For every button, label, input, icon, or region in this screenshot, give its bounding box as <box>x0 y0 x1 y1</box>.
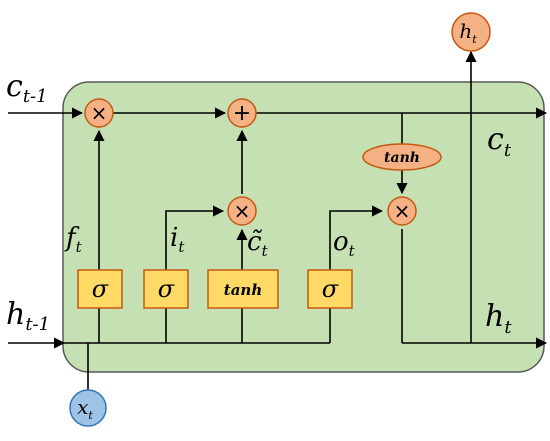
input-gate: σ <box>143 269 189 309</box>
cell-tanh-label: tanh <box>384 150 420 166</box>
line-input-up <box>165 205 225 270</box>
candidate-gate-label: tanh <box>224 281 262 299</box>
h-out-label: ht <box>485 299 512 338</box>
multiply-op-input: × <box>227 196 257 226</box>
multiply-op-output: × <box>387 196 417 226</box>
multiply-op-symbol: × <box>91 101 108 125</box>
i-signal-label: it <box>170 223 185 256</box>
output-gate-label: σ <box>322 275 339 303</box>
add-op-cell: + <box>227 98 257 128</box>
h-output-top-label: ht <box>459 19 477 46</box>
forget-gate: σ <box>77 269 123 309</box>
line-output-up <box>329 205 384 270</box>
x-input-node: xt <box>69 389 107 427</box>
multiply-op-symbol: × <box>394 199 411 223</box>
c-prev-label: ct-1 <box>6 69 48 107</box>
cell-tanh-node: tanh <box>362 143 442 171</box>
c-tilde-signal-label: c̃t <box>247 227 269 260</box>
connection-lines <box>8 50 548 392</box>
h-output-node-top: ht <box>451 12 491 52</box>
multiply-op-forget: × <box>84 98 114 128</box>
forget-gate-label: σ <box>92 275 109 303</box>
o-signal-label: ot <box>333 227 356 260</box>
multiply-op-symbol: × <box>234 199 251 223</box>
x-input-label: xt <box>77 395 93 422</box>
lstm-cell-body <box>62 81 545 373</box>
h-prev-label: ht-1 <box>6 297 50 335</box>
output-gate: σ <box>307 269 353 309</box>
c-out-label: ct <box>487 122 512 161</box>
candidate-gate: tanh <box>207 269 279 309</box>
input-gate-label: σ <box>158 275 175 303</box>
add-op-symbol: + <box>233 101 251 126</box>
